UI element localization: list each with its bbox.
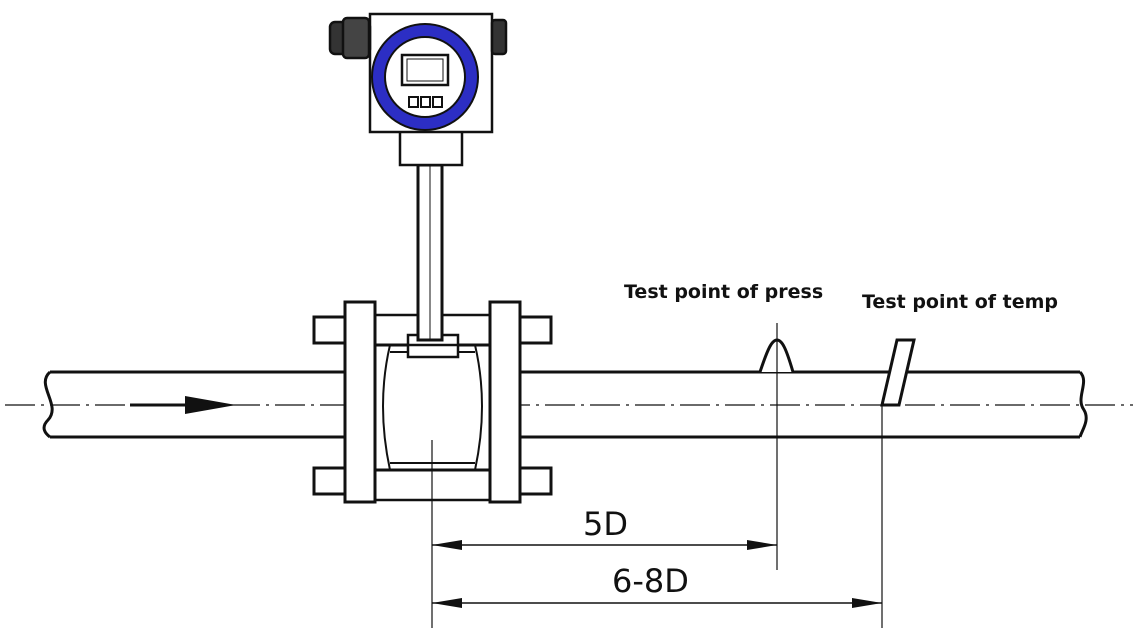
dimension-line-5d xyxy=(432,540,777,550)
display-screen-icon xyxy=(400,53,450,87)
display-button-2 xyxy=(420,96,431,108)
dimension-line-6-8d xyxy=(432,598,882,608)
temperature-probe xyxy=(880,338,916,407)
flow-arrow-icon xyxy=(130,396,236,414)
pressure-point-label: Test point of press xyxy=(624,281,823,303)
meter-stem xyxy=(416,163,444,342)
transmitter-head xyxy=(328,12,508,167)
extension-lines xyxy=(431,323,883,628)
dimension-5d-label: 5D xyxy=(583,505,628,543)
dimension-6-8d-label: 6-8D xyxy=(612,562,689,600)
display-button-3 xyxy=(432,96,443,108)
pipe xyxy=(42,370,1088,439)
cable-gland-right xyxy=(490,18,508,56)
display-button-1 xyxy=(408,96,419,108)
temperature-point-label: Test point of temp xyxy=(862,291,1058,313)
